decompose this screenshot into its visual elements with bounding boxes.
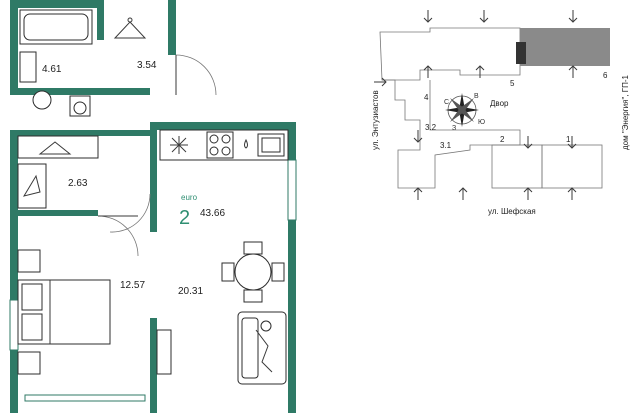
- living-door-swing: [109, 193, 151, 233]
- wardrobe-rack: [17, 163, 47, 209]
- area-bathroom: 4.61: [42, 64, 62, 75]
- pillow: [21, 283, 43, 311]
- apartment-total-area: 43.66: [200, 208, 225, 219]
- compass-west: З: [452, 125, 456, 132]
- section-label-3-2: 3.2: [425, 123, 437, 132]
- chair: [243, 289, 263, 303]
- apartment-type-label: euro: [181, 193, 198, 202]
- wall-top-left: [10, 0, 100, 8]
- nightstand: [17, 249, 41, 273]
- hanger-icon: [38, 141, 72, 155]
- section-1-block: [541, 144, 603, 189]
- wall-wardrobe-bottom: [18, 210, 98, 216]
- hanger-icon: [113, 21, 147, 39]
- compass-north: С: [444, 99, 449, 106]
- section-label-5: 5: [510, 79, 515, 88]
- building-top-block: [379, 27, 521, 81]
- neighbor-building: [520, 28, 610, 66]
- wall-center-lower: [150, 318, 157, 413]
- site-plan: С В Ю З Двор 1 2 3.1 3.2 4 5 6 ул. Шефск…: [371, 10, 630, 216]
- compass-rose: [445, 93, 479, 127]
- building-west-block: [382, 79, 521, 189]
- entry-door-swing: [175, 54, 217, 96]
- kitchen-sink-bowl: [261, 137, 281, 153]
- burner-icon: [221, 134, 231, 144]
- dining-table: [234, 253, 272, 291]
- hanger-icon: [22, 174, 41, 197]
- window-kitchen: [287, 159, 297, 221]
- nightstand: [17, 351, 41, 375]
- wardrobe-shelf: [17, 135, 99, 159]
- water-drop-icon: [244, 138, 248, 149]
- bathtub-inner: [23, 13, 89, 41]
- area-bedroom: 12.57: [120, 280, 145, 291]
- compass-south: Ю: [478, 119, 485, 126]
- snowflake-icon: [170, 136, 188, 154]
- yard-label: Двор: [490, 99, 509, 108]
- wall-right: [288, 122, 296, 413]
- burner-icon: [209, 146, 219, 156]
- chair: [271, 262, 285, 282]
- section-label-2: 2: [500, 135, 505, 144]
- wall-center-upper: [150, 122, 157, 232]
- compass-east: В: [474, 93, 479, 100]
- area-kitchen-living: 20.31: [178, 286, 203, 297]
- area-hall: 3.54: [137, 60, 157, 71]
- wall-divider-top: [97, 0, 104, 40]
- chair: [243, 241, 263, 255]
- window-bedroom: [9, 299, 19, 351]
- section-2-block: [491, 144, 543, 189]
- pillow: [21, 313, 43, 341]
- chair: [221, 262, 235, 282]
- section-label-3-1: 3.1: [440, 141, 452, 150]
- washing-machine: [19, 51, 37, 83]
- sink: [32, 90, 52, 110]
- wall-mid-horizontal: [10, 88, 150, 95]
- street-west: ул. Энтузиастов: [371, 90, 380, 150]
- balcony-glazing: [24, 394, 146, 402]
- person-head: [260, 320, 272, 332]
- entrance-arrows: [374, 10, 578, 200]
- wall-left-upper: [10, 0, 18, 95]
- burner-icon: [221, 146, 231, 156]
- wall-right-upper: [168, 8, 176, 53]
- section-label-6: 6: [603, 71, 608, 80]
- wardrobe-door-swing: [97, 215, 139, 257]
- wall-bedroom-top: [10, 130, 150, 136]
- person-figure: [255, 329, 273, 373]
- street-east: дом "Энергия", ГП-1: [621, 75, 630, 150]
- sofa-back: [241, 317, 259, 379]
- hanger-hook: [127, 17, 133, 23]
- floor-plan: 4.61 3.54 2.63 12.57 20.31 euro 2 43.66: [9, 0, 297, 413]
- wall-kitchen-top: [155, 122, 295, 130]
- neighbor-building-entrance: [516, 42, 526, 64]
- area-wardrobe: 2.63: [68, 178, 88, 189]
- apartment-rooms: 2: [179, 207, 190, 229]
- section-label-1: 1: [566, 135, 571, 144]
- toilet-bowl: [73, 101, 87, 115]
- wall-left-lower: [10, 130, 18, 413]
- burner-icon: [209, 134, 219, 144]
- street-south: ул. Шефская: [488, 207, 536, 216]
- tv-stand: [156, 329, 172, 375]
- section-label-4: 4: [424, 93, 429, 102]
